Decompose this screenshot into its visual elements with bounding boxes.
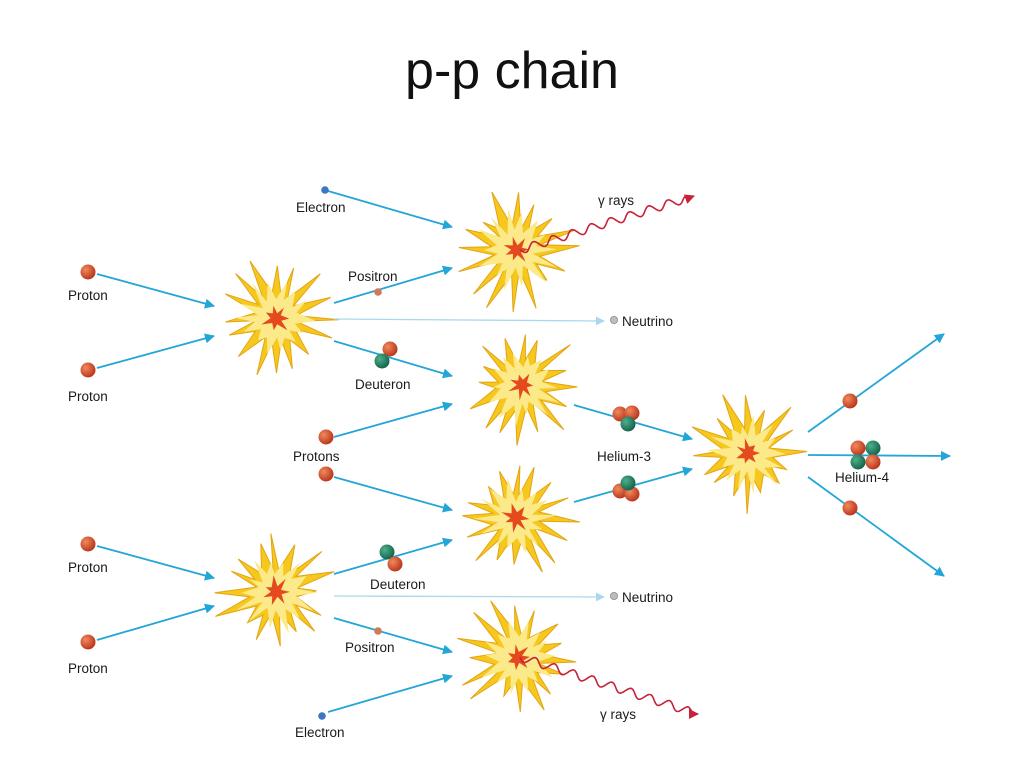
deuteron-bottom-neutron bbox=[379, 544, 395, 560]
arrow-neutrino-bottom bbox=[333, 592, 605, 602]
positron-bottom bbox=[374, 627, 382, 635]
burst-5-core bbox=[263, 575, 290, 606]
label-proton-4: Proton bbox=[68, 661, 108, 676]
arrow-proton1-to-burst1 bbox=[96, 273, 215, 309]
burst-4-core bbox=[501, 503, 530, 533]
arrow-electron-bottom bbox=[327, 673, 453, 713]
gamma-wave-top bbox=[519, 194, 695, 254]
electron-bottom bbox=[318, 712, 326, 720]
label-gamma-top: γ rays bbox=[598, 193, 634, 208]
label-neutrino-bottom: Neutrino bbox=[622, 590, 673, 605]
proton-1 bbox=[80, 264, 96, 280]
helium3-top-proton-a bbox=[612, 406, 628, 422]
label-protons: Protons bbox=[293, 449, 340, 464]
label-neutrino-top: Neutrino bbox=[622, 314, 673, 329]
arrow-helium4-down bbox=[807, 476, 945, 577]
proton-4 bbox=[80, 634, 96, 650]
arrow-protons-to-burst4 bbox=[333, 476, 453, 513]
neutrino-top bbox=[610, 315, 619, 324]
arrow-protons-to-burst3 bbox=[333, 401, 453, 438]
protons-lower bbox=[318, 466, 334, 482]
proton-3 bbox=[80, 536, 96, 552]
arrow-electron-top bbox=[327, 190, 453, 230]
helium4-proton-a bbox=[850, 440, 866, 456]
label-proton-2: Proton bbox=[68, 389, 108, 404]
deuteron-top-proton bbox=[382, 341, 398, 357]
burst-2-core bbox=[503, 236, 530, 262]
label-helium4: Helium-4 bbox=[835, 470, 890, 485]
burst-7 bbox=[691, 394, 808, 515]
arrow-neutrino-top bbox=[333, 316, 605, 326]
burst-3-core bbox=[508, 373, 534, 401]
arrow-deuteron-top bbox=[333, 340, 453, 379]
helium4-proton-b bbox=[865, 454, 881, 470]
proton-out-down bbox=[842, 500, 858, 516]
label-deuteron-top: Deuteron bbox=[355, 377, 411, 392]
label-gamma-bottom: γ rays bbox=[600, 707, 636, 722]
proton-2 bbox=[80, 362, 96, 378]
deuteron-bottom-proton bbox=[387, 556, 403, 572]
burst-1 bbox=[224, 260, 340, 376]
burst-3 bbox=[469, 334, 578, 446]
burst-1-core bbox=[261, 305, 290, 331]
helium3-bottom-neutron bbox=[620, 475, 636, 491]
burst-6-core bbox=[507, 644, 530, 671]
arrow-positron-bottom bbox=[333, 617, 453, 655]
reaction-arrows bbox=[96, 190, 951, 719]
gamma-wave-bottom bbox=[519, 656, 699, 719]
burst-5 bbox=[214, 533, 335, 647]
label-deuteron-bottom: Deuteron bbox=[370, 577, 426, 592]
positron-top bbox=[374, 288, 382, 296]
label-proton-1: Proton bbox=[68, 288, 108, 303]
neutrino-bottom bbox=[610, 592, 619, 601]
burst-6 bbox=[457, 600, 577, 713]
arrow-proton4-to-burst5 bbox=[96, 603, 215, 641]
label-positron-top: Positron bbox=[348, 269, 398, 284]
arrow-helium4-right bbox=[807, 450, 951, 461]
particles bbox=[80, 186, 881, 720]
proton-out-up bbox=[842, 393, 858, 409]
helium4-neutron-a bbox=[865, 440, 881, 456]
burst-4 bbox=[462, 465, 580, 573]
deuteron-top-neutron bbox=[374, 353, 390, 369]
fusion-bursts bbox=[214, 191, 808, 713]
helium3-top-neutron bbox=[620, 416, 636, 432]
burst-7-core bbox=[736, 438, 761, 464]
arrow-proton2-to-burst1 bbox=[96, 333, 215, 369]
label-electron-top: Electron bbox=[296, 200, 346, 215]
arrow-positron-top bbox=[333, 265, 453, 304]
arrow-proton3-to-burst5 bbox=[96, 545, 215, 581]
label-helium3: Helium-3 bbox=[597, 449, 651, 464]
protons-upper bbox=[318, 429, 334, 445]
label-electron-bottom: Electron bbox=[295, 725, 345, 740]
label-positron-bottom: Positron bbox=[345, 640, 395, 655]
electron-top bbox=[321, 186, 329, 194]
slide-title: p-p chain bbox=[405, 42, 619, 100]
burst-2 bbox=[458, 191, 580, 313]
label-proton-3: Proton bbox=[68, 560, 108, 575]
helium4-neutron-b bbox=[850, 454, 866, 470]
arrow-helium4-up bbox=[807, 333, 945, 433]
